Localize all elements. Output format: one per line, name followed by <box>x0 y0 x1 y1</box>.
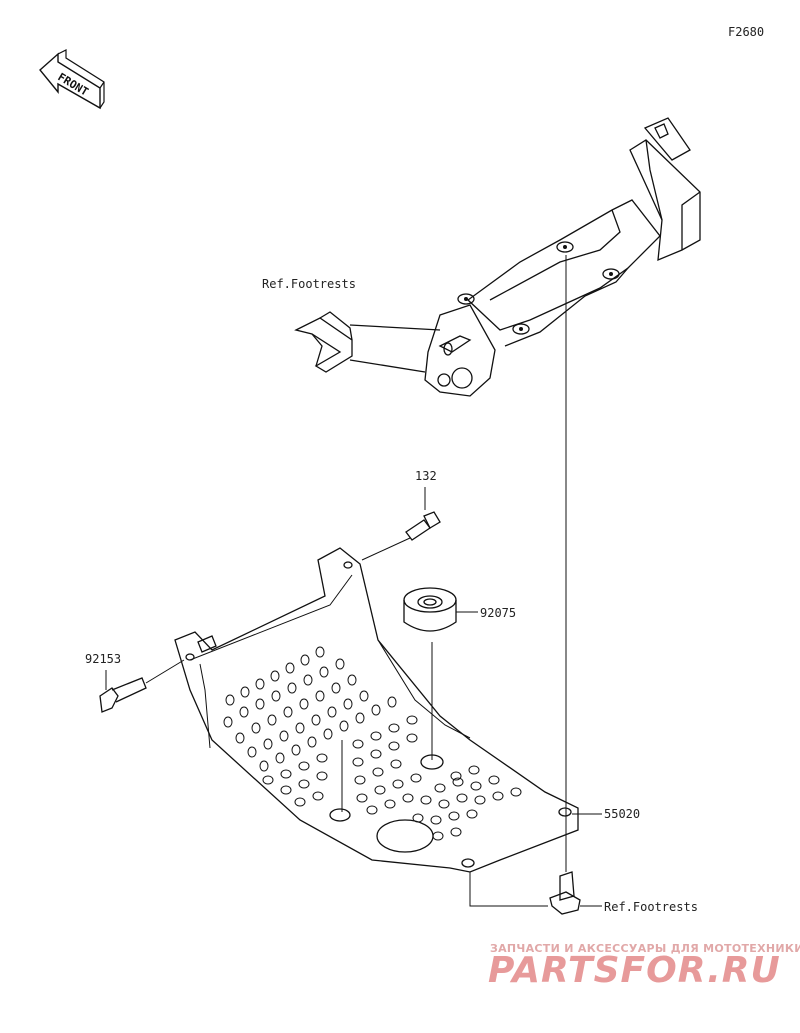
bolt-92153 <box>99 659 185 713</box>
perforation-holes <box>223 646 522 841</box>
figure-code: F2680 <box>728 25 764 39</box>
watermark-subtitle: ЗАПЧАСТИ И АКСЕССУАРЫ ДЛЯ МОТОТЕХНИКИ <box>490 942 800 955</box>
footrest-bracket <box>294 117 701 397</box>
label-55020: 55020 <box>604 807 640 821</box>
skid-plate-55020 <box>174 547 579 873</box>
front-arrow-icon: FRONT <box>39 49 105 110</box>
ref-footrests-label-bottom: Ref.Footrests <box>604 900 698 914</box>
ref-footrests-label-top: Ref.Footrests <box>262 277 356 291</box>
rubber-damper-92075 <box>403 587 478 760</box>
label-92153: 92153 <box>85 652 121 666</box>
label-132: 132 <box>415 469 437 483</box>
bracket-line <box>469 872 548 907</box>
label-92075: 92075 <box>480 606 516 620</box>
watermark-brand: PARTSFOR.RU <box>488 950 781 991</box>
footrest-bolt-bottom <box>549 871 602 915</box>
bolt-132 <box>361 511 441 561</box>
